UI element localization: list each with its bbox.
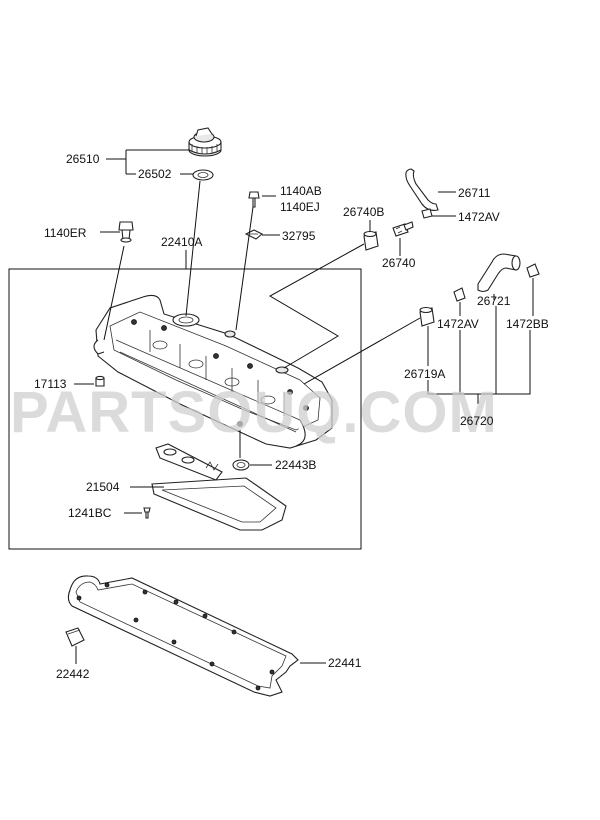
label-1140er[interactable]: 1140ER [44,226,87,240]
label-26740b[interactable]: 26740B [343,205,384,219]
pcv-hose-26711-icon[interactable] [405,168,439,211]
leader-lines [74,149,534,664]
bolt-1140ab-icon[interactable] [248,191,260,208]
valve-cover-icon[interactable] [93,294,333,449]
grommet-26740b-icon[interactable] [363,230,379,251]
bolt-1140er-icon[interactable] [118,221,134,243]
label-26720[interactable]: 26720 [460,414,494,428]
breather-hose-26721-icon[interactable] [477,253,521,293]
half-moon-seal-icon[interactable] [65,627,85,647]
hose-clamp-1472bb-icon[interactable] [526,263,540,278]
label-22441[interactable]: 22441 [328,656,362,670]
baffle-plate-icon[interactable] [151,443,287,531]
screw-1241bc-icon[interactable] [143,507,151,519]
label-1472av-mid[interactable]: 1472AV [437,317,479,331]
label-32795[interactable]: 32795 [282,229,316,243]
breather-hose-26719a-icon[interactable] [419,306,435,327]
label-1140ab[interactable]: 1140AB [280,184,322,198]
label-1140ej[interactable]: 1140EJ [280,200,320,214]
label-1472av-top[interactable]: 1472AV [458,210,500,224]
label-22410a[interactable]: 22410A [161,235,202,249]
label-26510[interactable]: 26510 [66,152,100,166]
cover-gasket-icon[interactable] [67,575,299,697]
oil-filler-cap-icon[interactable] [188,127,222,157]
label-22442[interactable]: 22442 [56,667,90,681]
label-26740[interactable]: 26740 [382,256,416,270]
label-21504[interactable]: 21504 [86,480,120,494]
plug-17113-icon[interactable] [95,375,105,387]
label-17113[interactable]: 17113 [34,377,67,391]
label-1241bc[interactable]: 1241BC [68,506,112,520]
pcv-valve-26740-icon[interactable] [392,221,414,237]
seal-22443b-icon[interactable] [232,459,250,471]
label-22443b[interactable]: 22443B [275,458,316,472]
hose-clamp-mid-icon[interactable] [453,287,466,302]
label-26721[interactable]: 26721 [477,294,511,308]
filler-cap-gasket-icon[interactable] [192,169,214,181]
label-26502[interactable]: 26502 [138,167,172,181]
assembly-frame [8,268,362,550]
label-26711[interactable]: 26711 [458,186,491,200]
watermark-text: PARTSOUQ.COM [10,380,498,445]
label-1472bb[interactable]: 1472BB [506,317,549,331]
hose-clamp-top-icon[interactable] [421,208,433,219]
label-26719a[interactable]: 26719A [404,367,445,381]
